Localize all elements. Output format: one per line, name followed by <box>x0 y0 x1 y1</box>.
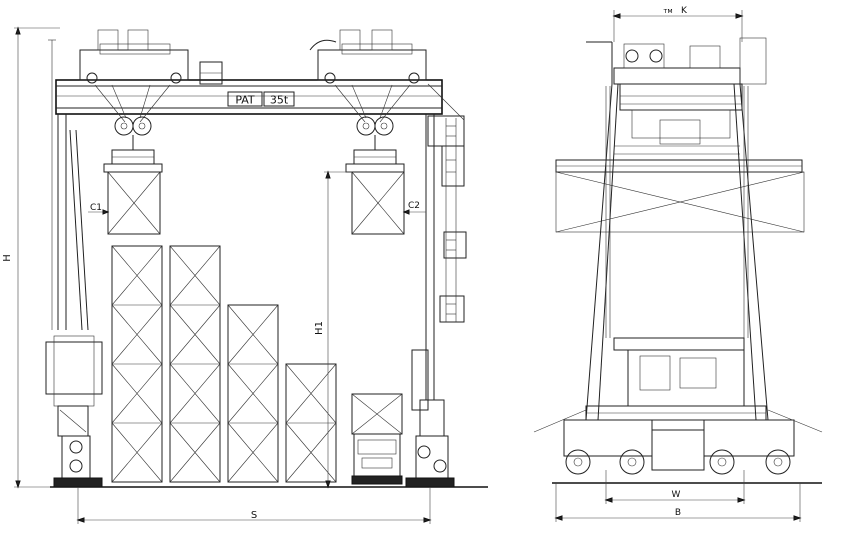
dimension-label-c1: C1 <box>90 203 102 213</box>
container-stack-4 <box>285 363 337 483</box>
hoist-right <box>334 84 411 173</box>
nameplate-text: PAT <box>235 94 255 107</box>
front-bogies <box>533 409 823 475</box>
dimension-top-width: тм K <box>612 6 744 42</box>
container-stack-3 <box>227 304 279 483</box>
dimension-label-b: B <box>675 508 681 518</box>
dimension-height-total: H <box>2 26 60 489</box>
hoist-left <box>94 84 171 173</box>
front-legs <box>585 83 769 421</box>
suspended-container-right <box>351 171 405 235</box>
top-machinery <box>586 37 767 145</box>
nameplate: PAT 35t <box>227 91 295 107</box>
front-view: тм K W B <box>533 6 823 522</box>
front-spreader <box>555 145 805 233</box>
dimension-wheel-base: W <box>604 470 746 504</box>
dimension-label-k-prefix: тм <box>663 7 672 15</box>
dimension-label-h1: H1 <box>314 321 325 335</box>
dimension-label-c2: C2 <box>408 201 420 211</box>
capacity-label: 35t <box>270 94 289 107</box>
dimension-span: S <box>76 487 432 524</box>
suspended-container-left <box>107 171 161 235</box>
trolley-left <box>79 29 223 85</box>
dimension-overall-width: B <box>554 483 802 522</box>
dimension-lift-height: H1 <box>314 170 352 489</box>
container-stack-1 <box>111 245 163 483</box>
trolley-right <box>309 29 427 84</box>
top-girder <box>55 79 443 115</box>
dimension-label-k: K <box>681 6 688 16</box>
right-leg <box>405 114 455 488</box>
dimension-label-w: W <box>672 490 681 500</box>
stair-ladder <box>427 83 467 323</box>
left-leg <box>45 39 103 488</box>
dimension-clearance-left: C1 <box>88 203 110 215</box>
container-truck <box>351 393 403 485</box>
dimension-clearance-right: C2 <box>402 201 426 215</box>
container-stack-2 <box>169 245 221 483</box>
dimension-label-h: H <box>2 254 13 262</box>
dimension-label-s: S <box>251 510 257 521</box>
engine-house <box>585 337 767 421</box>
side-view: PAT 35t <box>2 26 488 524</box>
